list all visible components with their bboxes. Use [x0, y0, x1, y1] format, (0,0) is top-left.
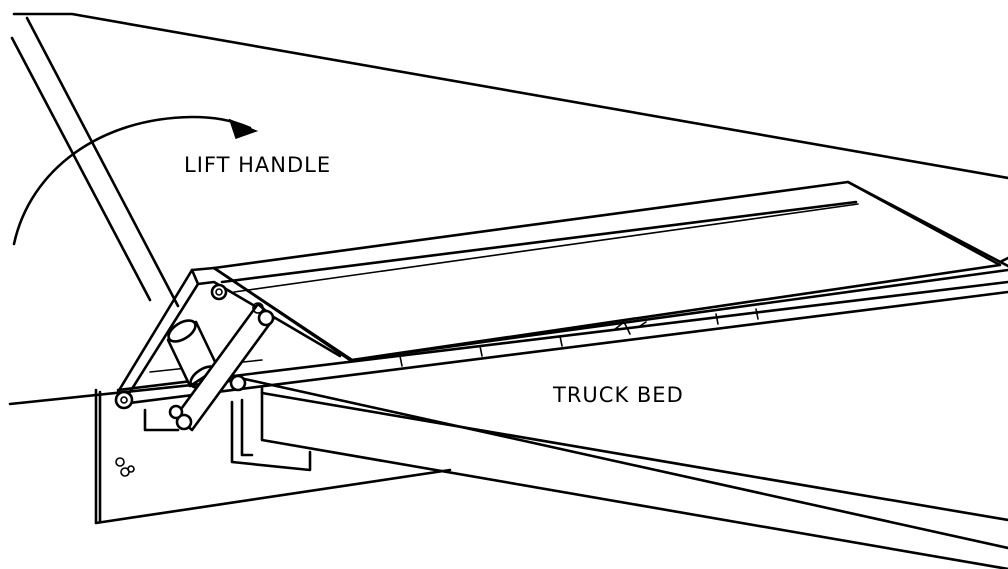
link-arm — [174, 302, 276, 432]
label-truck-bed: TRUCK BED — [552, 383, 684, 407]
hinge-tube — [116, 280, 1008, 406]
lift-handle-rod[interactable] — [10, 16, 180, 308]
mounting-plate — [98, 390, 312, 524]
truck-bed-surface — [8, 376, 1008, 569]
background-plane — [12, 12, 1008, 180]
label-lift-handle: LIFT HANDLE — [184, 153, 331, 177]
pivot-bolts — [114, 283, 247, 420]
arrow-head-icon — [228, 118, 259, 139]
deck-plate — [212, 180, 1008, 362]
rotation-arrow — [12, 115, 259, 246]
